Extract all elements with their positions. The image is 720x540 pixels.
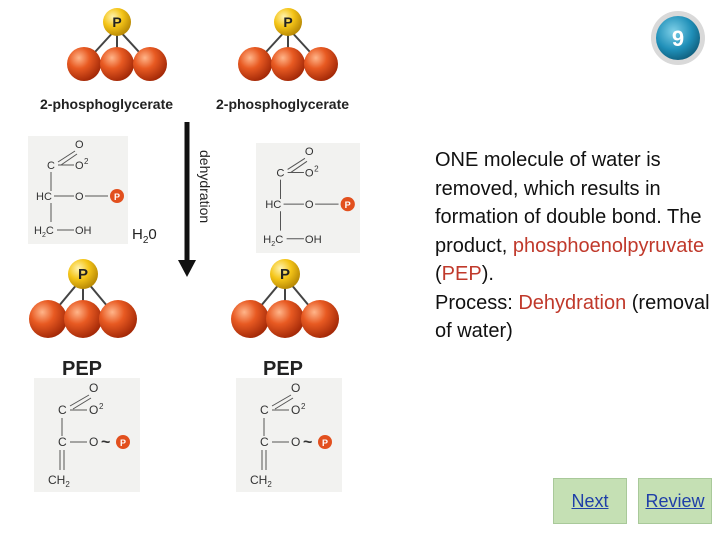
svg-text:O: O [75,160,84,172]
label-pep-left: PEP [62,358,103,380]
svg-text:H2C: H2C [263,234,283,248]
phosphate-sphere [270,259,300,289]
carbon-sphere [238,47,272,81]
svg-text:O: O [89,403,98,417]
svg-text:2: 2 [301,402,306,411]
pep-structure-panel-right [236,378,342,492]
svg-text:~: ~ [101,434,110,451]
phosphate-letter: P [78,266,88,283]
carbon-sphere [133,47,167,81]
carbon-sphere [64,300,102,338]
svg-text:C: C [276,168,284,180]
pep-structure-panel-left [34,378,140,492]
carbon-sphere [67,47,101,81]
svg-text:P: P [345,200,351,210]
water-label: H20 [132,226,157,246]
svg-text:C: C [260,403,269,417]
structure-panel-left [28,136,128,244]
structure-panel-right [256,143,360,253]
svg-text:O: O [89,435,98,449]
svg-text:O: O [305,146,314,158]
svg-text:O: O [305,199,314,211]
molecule-top-right: P [238,8,338,81]
molecule-bottom-right: P [231,259,339,338]
svg-text:H2C: H2C [34,225,54,239]
phosphate-sphere [68,259,98,289]
phosphate-letter: P [283,14,292,30]
svg-text:O: O [291,403,300,417]
pep-full-name: phosphoenolpyruvate [512,234,705,257]
svg-text:CH2: CH2 [48,473,70,489]
slide-number-badge: 9 [651,11,705,65]
phosphate-letter: P [112,14,121,30]
svg-text:O: O [89,381,98,395]
carbon-sphere [231,300,269,338]
carbon-sphere [29,300,67,338]
svg-text:OH: OH [305,234,322,246]
svg-text:P: P [322,438,328,448]
svg-text:2: 2 [84,157,89,166]
phosphate-sphere [103,8,131,36]
svg-text:O: O [75,139,84,151]
structural-formula-right: O C O 2 HC O P H2C OH [263,146,355,248]
pep-structural-formula-right: O C O 2 C O ~ P CH2 [250,381,332,489]
phosphate-sphere [274,8,302,36]
molecule-top-left: P [67,8,167,81]
pep-structural-formula-left: O C O 2 C O ~ P CH2 [48,381,130,489]
carbon-sphere [271,47,305,81]
svg-text:C: C [58,403,67,417]
dehydration-label: dehydration [197,150,213,224]
slide-number: 9 [672,26,684,51]
structural-formula-left: O C O 2 HC O P H2C OH [34,139,124,239]
process-detail: (removal of water) [435,291,710,343]
svg-text:C: C [47,160,55,172]
molecule-bottom-left: P [29,259,137,338]
svg-text:2: 2 [314,165,319,174]
description-text: ONE molecule of water is removed, which … [435,149,710,343]
svg-text:C: C [260,435,269,449]
label-2-phosphoglycerate-right: 2-phosphoglycerate [216,96,350,112]
svg-text:C: C [58,435,67,449]
svg-text:HC: HC [265,199,281,211]
carbon-sphere [100,47,134,81]
phosphate-letter: P [280,266,290,283]
review-button[interactable]: Review [638,478,712,524]
svg-text:~: ~ [303,434,312,451]
svg-text:O: O [305,168,314,180]
carbon-sphere [301,300,339,338]
description-main: ONE molecule of water is removed, which … [435,149,702,257]
svg-text:HC: HC [36,191,52,203]
svg-text:P: P [120,438,126,448]
svg-text:OH: OH [75,225,92,237]
pep-abbreviation: PEP [441,263,482,285]
svg-text:P: P [114,192,120,202]
svg-text:O: O [75,191,84,203]
svg-text:O: O [291,381,300,395]
svg-text:2: 2 [99,402,104,411]
next-button[interactable]: Next [553,478,627,524]
dehydration-arrow [178,122,196,277]
label-pep-right: PEP [263,358,304,380]
label-2-phosphoglycerate-left: 2-phosphoglycerate [40,96,174,112]
svg-text:CH2: CH2 [250,473,272,489]
process-name: Dehydration [518,291,627,314]
process-label: Process: [435,291,519,314]
carbon-sphere [304,47,338,81]
carbon-sphere [99,300,137,338]
carbon-sphere [266,300,304,338]
svg-text:O: O [291,435,300,449]
